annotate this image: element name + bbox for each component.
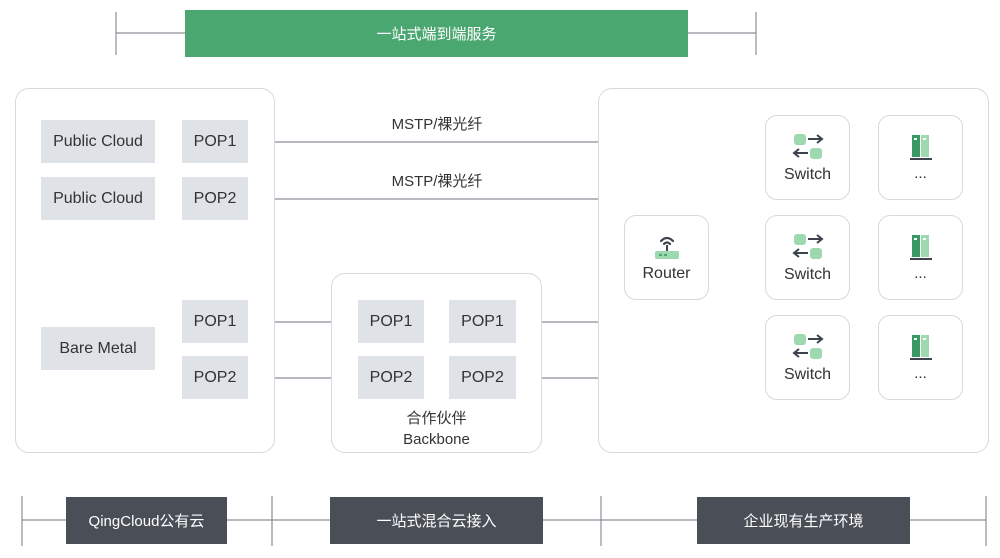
public-cloud-node-2: Public Cloud (41, 177, 155, 220)
public-cloud-label-2: Public Cloud (53, 189, 143, 207)
mstp-label-1: MSTP/裸光纤 (391, 116, 483, 133)
bare-metal-node: Bare Metal (41, 327, 155, 370)
bare-metal-label: Bare Metal (59, 339, 137, 357)
pop-node-backbone-1: POP1 (358, 300, 424, 343)
router-card: Router (624, 215, 709, 300)
router-label: Router (642, 264, 691, 282)
backbone-caption-cn: 合作伙伴 (406, 410, 467, 427)
server-label: ... (914, 265, 927, 282)
switch-label: Switch (783, 265, 832, 283)
backbone-caption: 合作伙伴 Backbone (331, 408, 542, 450)
server-card-1: ... (878, 115, 963, 200)
bottom-banner-label: 企业现有生产环境 (743, 513, 864, 530)
bottom-banner-label: QingCloud公有云 (88, 513, 205, 530)
pop-label: POP2 (461, 368, 504, 386)
bottom-banner-public-cloud: QingCloud公有云 (66, 497, 227, 544)
server-card-3: ... (878, 315, 963, 400)
pop-label: POP1 (369, 312, 413, 330)
top-banner-label: 一站式端到端服务 (376, 26, 497, 43)
server-rack-icon (909, 335, 932, 360)
pop-node-backbone-4: POP2 (449, 356, 516, 399)
pop-node-left-2: POP2 (182, 177, 248, 220)
pop-label: POP2 (369, 368, 413, 386)
switch-icon (791, 333, 824, 359)
server-card-2: ... (878, 215, 963, 300)
server-label: ... (914, 165, 927, 182)
switch-icon (791, 233, 824, 259)
public-cloud-label-1: Public Cloud (53, 132, 143, 150)
server-label: ... (914, 365, 927, 382)
pop-label: POP2 (193, 189, 237, 207)
server-rack-icon (909, 235, 932, 260)
switch-card-1: Switch (765, 115, 850, 200)
mstp-label-2: MSTP/裸光纤 (391, 173, 483, 190)
switch-icon (791, 133, 824, 159)
switch-card-2: Switch (765, 215, 850, 300)
bottom-banner-hybrid: 一站式混合云接入 (330, 497, 543, 544)
pop-node-left-1: POP1 (182, 120, 248, 163)
switch-card-3: Switch (765, 315, 850, 400)
pop-node-left-3: POP1 (182, 300, 248, 343)
top-banner: 一站式端到端服务 (185, 10, 688, 57)
pop-label: POP1 (193, 312, 237, 330)
switch-label: Switch (783, 165, 832, 183)
router-icon (654, 236, 679, 259)
pop-label: POP2 (193, 368, 237, 386)
pop-node-backbone-3: POP2 (358, 356, 424, 399)
switch-label: Switch (783, 365, 832, 383)
public-cloud-node-1: Public Cloud (41, 120, 155, 163)
bottom-banner-label: 一站式混合云接入 (376, 513, 497, 530)
pop-label: POP1 (193, 132, 237, 150)
server-rack-icon (909, 135, 932, 160)
pop-node-left-4: POP2 (182, 356, 248, 399)
backbone-caption-en: Backbone (403, 431, 470, 448)
pop-node-backbone-2: POP1 (449, 300, 516, 343)
bottom-banner-enterprise: 企业现有生产环境 (697, 497, 910, 544)
pop-label: POP1 (461, 312, 504, 330)
